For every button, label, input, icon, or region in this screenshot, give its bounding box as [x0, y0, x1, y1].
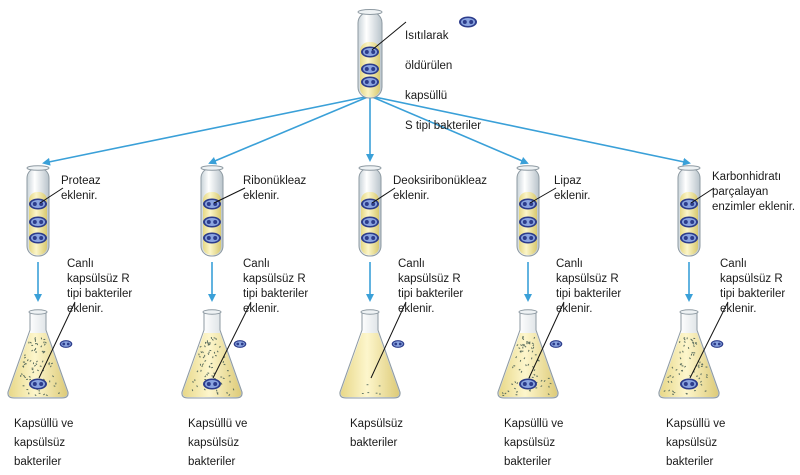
step2-label-line: kapsülsüz R — [67, 273, 130, 285]
result-label-line: bakteriler — [350, 437, 398, 449]
distribution-arrows — [42, 95, 691, 166]
result-label-line: Kapsüllü ve — [14, 418, 74, 430]
step2-label-line: tipi bakteriler — [720, 288, 786, 300]
enzyme-test-tube — [200, 165, 224, 257]
result-label: Kapsüllü ve kapsülsüz bakteriler — [666, 415, 725, 472]
step2-label-line: Canlı — [720, 258, 747, 270]
capsule-bacteria-icon — [391, 340, 405, 348]
step2-label-line: kapsülsüz R — [243, 273, 306, 285]
result-label-line: kapsülsüz — [14, 437, 66, 449]
enzyme-pointer — [371, 187, 396, 204]
step2-label-line: tipi bakteriler — [398, 288, 464, 300]
step2-label-line: Canlı — [67, 258, 94, 270]
enzyme-pointer — [529, 187, 557, 204]
step2-label-line: Canlı — [243, 258, 270, 270]
top-label-line: kapsüllü — [405, 90, 448, 102]
flask — [181, 309, 243, 399]
result-label-line: bakteriler — [666, 456, 714, 468]
enzyme-label-line: parçalayan — [712, 186, 769, 198]
enzyme-test-tube — [358, 165, 382, 257]
step2-label: Canlı kapsülsüz R tipi bakteriler eklenir. — [243, 257, 308, 317]
result-label-line: Kapsüllü ve — [504, 418, 564, 430]
enzyme-test-tube — [677, 165, 701, 257]
step2-label: Canlı kapsülsüz R tipi bakteriler eklenir. — [556, 257, 621, 317]
enzyme-test-tube — [26, 165, 50, 257]
top-pointer — [371, 21, 407, 51]
enzyme-label-line: eklenir. — [243, 190, 280, 202]
step2-pointer — [212, 301, 252, 379]
flask — [497, 309, 559, 399]
enzyme-label: Deoksiribonükleaz eklenir. — [393, 174, 487, 204]
column-1 — [7, 165, 76, 399]
result-label-line: bakteriler — [14, 456, 62, 468]
result-label-line: Kapsülsüz — [350, 418, 404, 430]
top-test-tube — [357, 9, 383, 99]
step2-label-line: kapsülsüz R — [398, 273, 461, 285]
enzyme-label-line: Ribonükleaz — [243, 175, 307, 187]
enzyme-label: Ribonükleaz eklenir. — [243, 174, 306, 204]
step2-pointer — [38, 301, 76, 379]
enzyme-label-line: Lipaz — [554, 175, 582, 187]
enzyme-label-line: Deoksiribonükleaz — [393, 175, 487, 187]
step2-label: Canlı kapsülsüz R tipi bakteriler eklenir. — [67, 257, 132, 317]
top-label-line: Isıtılarak — [405, 30, 449, 42]
enzyme-pointer — [39, 187, 64, 204]
step2-label-line: eklenir. — [398, 303, 435, 315]
step2-label-line: tipi bakteriler — [67, 288, 133, 300]
enzyme-pointer — [690, 187, 715, 204]
capsule-bacteria-icon — [233, 340, 247, 348]
result-label-line: Kapsüllü ve — [188, 418, 248, 430]
flask — [339, 309, 401, 399]
step2-pointer — [370, 301, 407, 379]
enzyme-label-line: enzimler eklenir. — [712, 201, 796, 213]
step2-label-line: eklenir. — [720, 303, 757, 315]
step2-label-line: kapsülsüz R — [720, 273, 783, 285]
step2-label-line: kapsülsüz R — [556, 273, 619, 285]
result-label: Kapsüllü ve kapsülsüz bakteriler — [504, 415, 563, 472]
top-label-line: S tipi bakteriler — [405, 120, 482, 132]
step2-label-line: tipi bakteriler — [243, 288, 309, 300]
step2-label-line: eklenir. — [67, 303, 104, 315]
column-2 — [181, 165, 252, 399]
column-4 — [497, 165, 565, 399]
enzyme-label: Karbonhidratı parçalayan enzimler eklenir. — [712, 170, 795, 215]
enzyme-test-tube — [516, 165, 540, 257]
result-label-line: bakteriler — [188, 456, 236, 468]
result-label-line: kapsülsüz — [188, 437, 240, 449]
column-5 — [658, 165, 729, 399]
result-label: Kapsülsüz bakteriler — [350, 415, 403, 453]
capsule-bacteria-icon — [59, 340, 73, 348]
step2-pointer — [528, 301, 565, 379]
result-label-line: kapsülsüz — [666, 437, 718, 449]
enzyme-label: Proteaz eklenir. — [61, 174, 101, 204]
step2-label-line: Canlı — [398, 258, 425, 270]
step2-pointer — [689, 301, 729, 379]
capsule-bacteria-icon — [549, 340, 563, 348]
flask — [658, 309, 720, 399]
enzyme-label-line: Proteaz — [61, 175, 101, 187]
enzyme-label-line: eklenir. — [393, 190, 430, 202]
step2-label: Canlı kapsülsüz R tipi bakteriler eklenir. — [398, 257, 463, 317]
capsule-bacteria-icon — [710, 340, 724, 348]
top-label: Isıtılarak öldürülen kapsüllü S tipi bak… — [405, 14, 481, 149]
step2-label-line: eklenir. — [556, 303, 593, 315]
enzyme-label-line: eklenir. — [554, 190, 591, 202]
enzyme-pointer — [213, 187, 246, 204]
top-label-line: öldürülen — [405, 60, 453, 72]
step2-label: Canlı kapsülsüz R tipi bakteriler eklenir. — [720, 257, 785, 317]
column-3 — [339, 165, 407, 399]
result-label: Kapsüllü ve kapsülsüz bakteriler — [188, 415, 247, 472]
step2-label-line: tipi bakteriler — [556, 288, 622, 300]
result-label: Kapsüllü ve kapsülsüz bakteriler — [14, 415, 73, 472]
enzyme-label-line: eklenir. — [61, 190, 98, 202]
enzyme-label: Lipaz eklenir. — [554, 174, 590, 204]
flask — [7, 309, 69, 399]
enzyme-label-line: Karbonhidratı — [712, 171, 782, 183]
result-label-line: kapsülsüz — [504, 437, 556, 449]
step2-label-line: Canlı — [556, 258, 583, 270]
step2-label-line: eklenir. — [243, 303, 280, 315]
result-label-line: Kapsüllü ve — [666, 418, 726, 430]
result-label-line: bakteriler — [504, 456, 552, 468]
